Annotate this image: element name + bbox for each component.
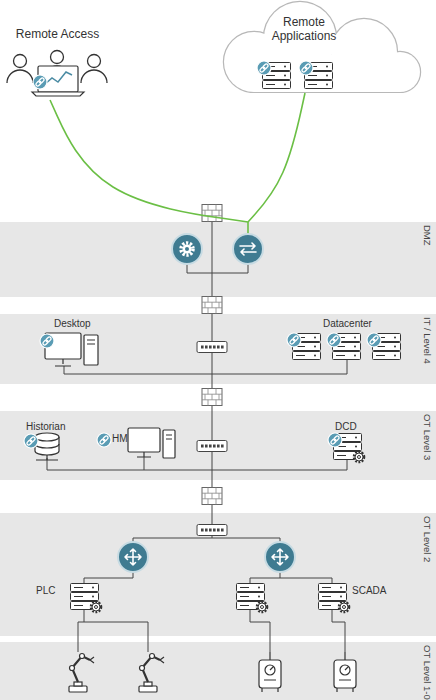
router-icon <box>118 542 148 572</box>
gear-service-icon <box>172 234 202 264</box>
server-icon <box>305 63 333 89</box>
network-wire <box>133 538 280 542</box>
zone-band: IT / Level 4 Desktop Datacenter <box>0 314 436 384</box>
node-label: Remote Applications <box>262 15 346 43</box>
zone-band: OT Level 3 HistorianHMI DCD <box>0 411 436 480</box>
node-label: Datacenter <box>323 318 372 330</box>
network-wire <box>64 360 347 374</box>
device-node: SCADA <box>352 585 386 597</box>
user-icon <box>81 55 107 84</box>
desktop-icon <box>45 333 98 366</box>
robot-arm-icon <box>139 654 164 693</box>
field-wire <box>250 610 270 652</box>
device-node: Historian <box>26 421 65 433</box>
link-badge <box>33 75 47 89</box>
cloud-node: Remote Applications <box>214 0 428 93</box>
switch-icon <box>197 342 227 353</box>
server-gear-icon <box>319 584 350 613</box>
switch-icon <box>197 441 227 452</box>
cloud-outline <box>214 0 428 93</box>
server-icon <box>373 334 401 360</box>
device-node: PLC <box>36 585 55 597</box>
field-wire <box>332 610 345 652</box>
network-wire <box>84 572 133 583</box>
firewall-icon <box>202 389 222 406</box>
link-badge <box>24 434 38 448</box>
remote-access-group: Remote Access <box>0 27 115 100</box>
field-wire <box>78 610 148 652</box>
server-gear-icon <box>334 434 365 463</box>
router-icon <box>265 542 295 572</box>
hmi-icon <box>128 428 175 458</box>
zone-band: DMZ <box>0 222 436 297</box>
zone-label: OT Level 3 <box>422 414 433 460</box>
node-label: HMI <box>112 433 130 445</box>
backbone-wire <box>212 213 213 538</box>
node-label: Desktop <box>54 318 91 330</box>
laptop-icon <box>32 66 84 96</box>
link-badge <box>97 433 111 447</box>
user-icon <box>7 55 33 84</box>
boiler-icon <box>334 652 356 692</box>
server-icon <box>333 334 361 360</box>
boiler-icon <box>259 652 281 692</box>
network-wire <box>187 264 248 273</box>
zone-label: IT / Level 4 <box>422 317 433 364</box>
network-wire <box>250 572 332 583</box>
cloud-base <box>254 55 400 92</box>
link-badge <box>367 333 381 347</box>
server-icon <box>293 334 321 360</box>
server-gear-icon <box>71 584 102 613</box>
node-label: DCD <box>335 421 357 433</box>
zone-label: OT Level 2 <box>422 516 433 562</box>
device-node: HMI <box>112 433 130 445</box>
network-link <box>248 93 305 222</box>
firewall-icon <box>202 205 222 222</box>
device-node: DCD <box>335 421 357 433</box>
firewall-icon <box>202 488 222 505</box>
gateway-icon <box>233 234 263 264</box>
zone-label: OT Level 1-0 <box>422 645 433 700</box>
server-gear-icon <box>237 584 268 613</box>
node-label: PLC <box>36 585 55 597</box>
link-badge <box>287 333 301 347</box>
network-link <box>50 100 248 222</box>
link-badge <box>40 334 54 348</box>
firewall-icon <box>202 297 222 314</box>
zone-band: OT Level 2 PLC SCADA <box>0 513 436 636</box>
robot-arm-icon <box>69 654 94 693</box>
switch-icon <box>197 525 227 536</box>
cloud-base <box>254 55 400 92</box>
link-badge <box>328 433 342 447</box>
link-badge <box>257 61 271 75</box>
node-label: Historian <box>26 421 65 433</box>
link-badge <box>299 61 313 75</box>
node-label: Remote Access <box>0 27 115 41</box>
link-badge <box>327 333 341 347</box>
device-node: Desktop <box>54 318 91 330</box>
node-label: SCADA <box>352 585 386 597</box>
device-node: Datacenter <box>323 318 372 330</box>
remote-link-wire <box>247 222 249 235</box>
user-icon <box>44 51 70 80</box>
server-icon <box>263 63 291 89</box>
zone-label: DMZ <box>422 225 433 246</box>
database-icon <box>35 433 59 460</box>
zone-band: OT Level 1-0 <box>0 642 436 700</box>
network-wire <box>47 457 347 470</box>
